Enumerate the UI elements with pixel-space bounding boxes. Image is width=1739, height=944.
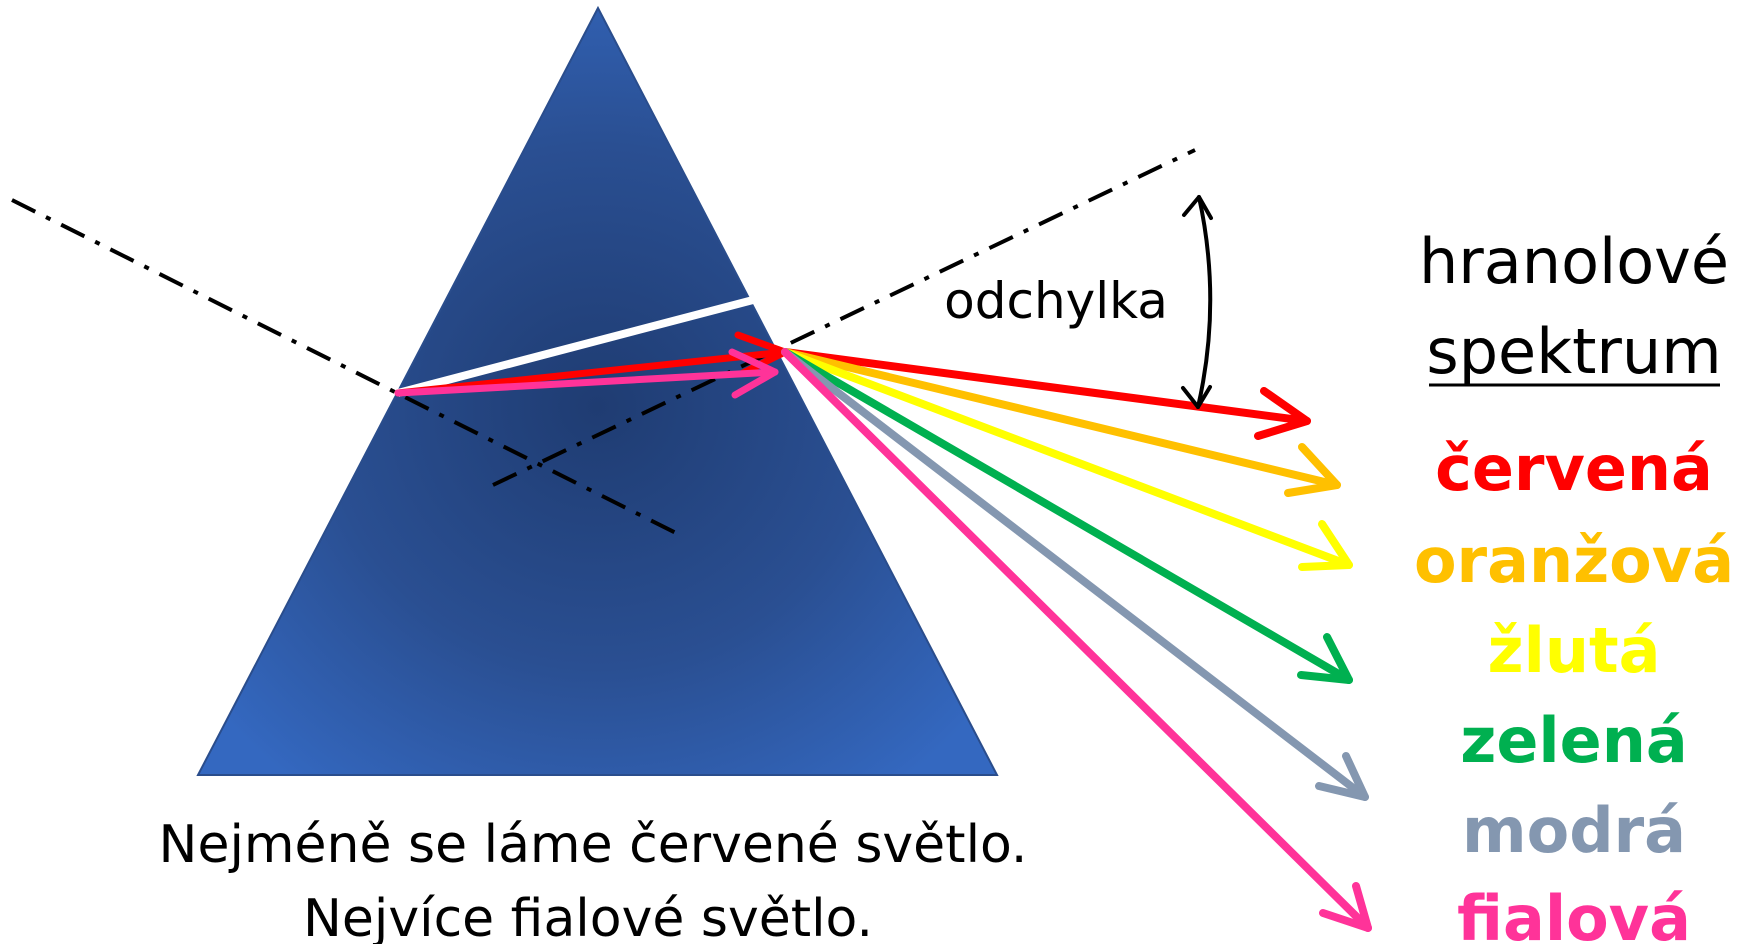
- normal-lines: [11, 148, 1196, 535]
- label-violet: fialová: [1457, 882, 1691, 944]
- entry-normal-line: [11, 198, 677, 535]
- ray-blue-arrowhead: [1315, 752, 1369, 801]
- caption-line2: Nejvíce fialové světlo.: [303, 889, 873, 944]
- label-yellow: žlutá: [1488, 614, 1661, 687]
- label-red: červená: [1435, 432, 1713, 505]
- incident-light-beam: [396, 296, 755, 397]
- spectrum-rays: [781, 348, 1372, 932]
- ray-orange-arrowhead: [1284, 443, 1341, 497]
- ray-violet: [781, 348, 1372, 932]
- spectrum-color-labels: červená oranžová žlutá zelená modrá fial…: [1414, 432, 1734, 944]
- caption-line1: Nejméně se láme červené světlo.: [159, 815, 1028, 875]
- label-orange: oranžová: [1414, 524, 1734, 597]
- arc-bottom-arrowhead: [1181, 385, 1212, 409]
- ray-red: [781, 348, 1311, 425]
- spectrum-title-line1: hranolové: [1419, 225, 1729, 298]
- ray-blue: [781, 348, 1369, 801]
- arc-top-arrowhead: [1182, 195, 1213, 220]
- ray-green: [781, 348, 1353, 684]
- ray-green-arrowhead: [1297, 633, 1353, 684]
- ray-orange: [781, 348, 1341, 489]
- inner-violet-arrowhead: [728, 348, 779, 399]
- exit-normal-line: [492, 148, 1196, 487]
- label-green: zelená: [1460, 704, 1687, 777]
- ray-violet-arrowhead: [1319, 882, 1372, 932]
- deviation-angle-arc: [1181, 195, 1213, 409]
- ray-red-arrowhead: [1254, 387, 1311, 440]
- deviation-arc: [1196, 195, 1213, 409]
- spectrum-title-line2: spektrum: [1426, 315, 1721, 388]
- ray-yellow: [781, 348, 1353, 569]
- angle-label: odchylka: [944, 272, 1168, 330]
- inner-violet-ray: [394, 368, 779, 397]
- label-blue: modrá: [1462, 794, 1686, 867]
- ray-yellow-arrowhead: [1298, 520, 1353, 571]
- prism: [196, 5, 999, 776]
